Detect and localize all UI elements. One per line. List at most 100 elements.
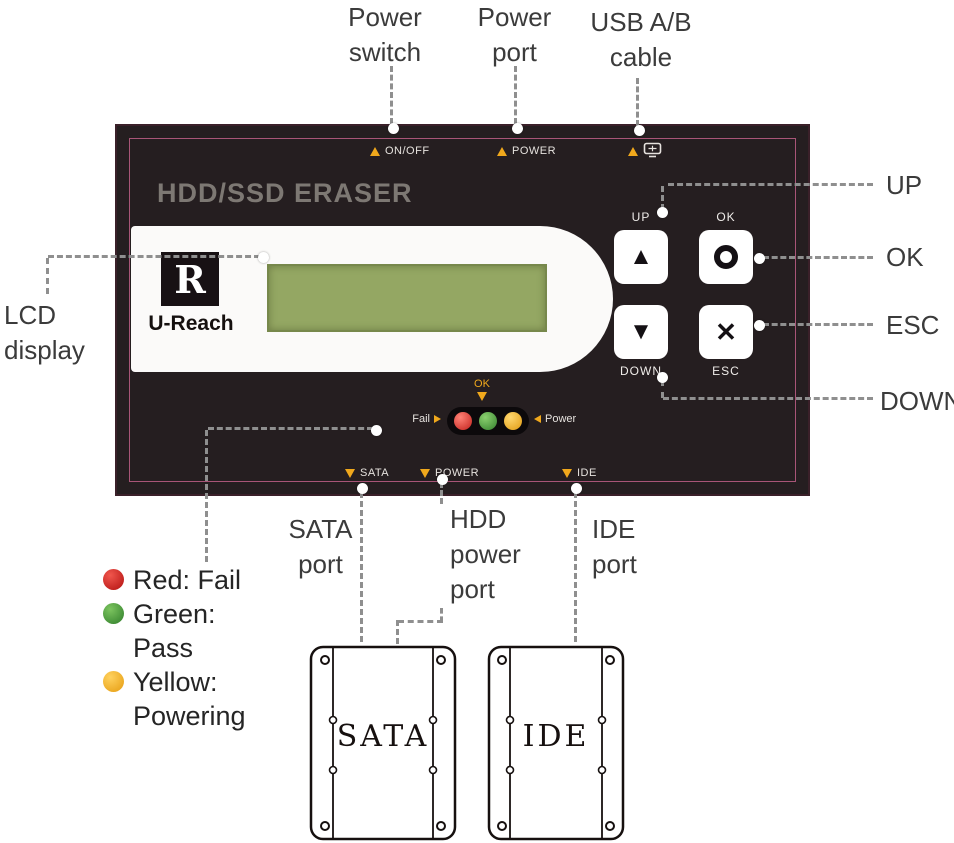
circle-icon xyxy=(714,245,738,269)
triangle-down-icon xyxy=(420,468,430,478)
callout-ok: OK xyxy=(886,242,924,272)
line-power-switch xyxy=(390,66,393,124)
triangle-down-icon xyxy=(562,468,572,478)
line-led-h xyxy=(208,427,373,430)
dot-usb-cable xyxy=(634,125,645,136)
line-usb-cable xyxy=(636,78,639,126)
dot-sata xyxy=(357,483,368,494)
legend-green-label: Green: Pass xyxy=(133,599,216,663)
dot-power-switch xyxy=(388,123,399,134)
triangle-up-icon xyxy=(370,146,380,156)
dot-esc xyxy=(754,320,765,331)
eraser-device: ON/OFF POWER HDD/SSD ERASER R U-Reach xyxy=(115,124,810,496)
triangle-up-icon xyxy=(628,147,638,156)
dot-up xyxy=(657,207,668,218)
marker-sata: SATA xyxy=(345,467,389,479)
line-lcd-v xyxy=(46,258,49,294)
cross-icon: ✕ xyxy=(715,317,737,347)
ide-drive-label: IDE xyxy=(523,719,590,754)
dot-led xyxy=(371,425,382,436)
sata-drive-label: SATA xyxy=(337,719,430,754)
callout-ide-port: IDE port xyxy=(592,514,637,579)
marker-sata-label: SATA xyxy=(360,467,390,479)
callout-sata-port: SATA port xyxy=(288,514,353,579)
marker-ide-label: IDE xyxy=(577,467,597,479)
line-sata-port xyxy=(360,492,363,642)
logo-letter: R xyxy=(174,256,206,302)
line-hdd-power-1 xyxy=(440,482,443,504)
indicator-fail: Fail xyxy=(389,413,441,425)
marker-usb xyxy=(628,142,662,161)
lcd-shell: R U-Reach xyxy=(131,226,613,372)
line-power-port xyxy=(514,66,517,124)
line-led-v xyxy=(205,430,208,562)
esc-button-label: ESC xyxy=(712,364,740,378)
ok-button-label: OK xyxy=(716,210,736,224)
legend-item: Yellow: Powering xyxy=(103,665,283,733)
line-down-h xyxy=(663,397,873,400)
up-button[interactable]: ▲ xyxy=(614,230,668,284)
lcd-screen xyxy=(267,264,547,332)
legend-item: Green: Pass xyxy=(103,597,283,665)
usb-cable-icon xyxy=(643,142,662,161)
callout-up: UP xyxy=(886,170,923,200)
triangle-down-icon xyxy=(345,468,355,478)
led-yellow xyxy=(504,412,522,430)
triangle-down-icon: ▼ xyxy=(629,318,653,345)
triangle-up-icon xyxy=(497,146,507,156)
callout-hdd-power-port: HDD power port xyxy=(450,504,521,604)
dot-power-port xyxy=(512,123,523,134)
sata-drive: SATA xyxy=(308,644,458,843)
marker-power-bottom: POWER xyxy=(420,467,479,479)
line-ok-h xyxy=(763,256,873,259)
line-up-h xyxy=(668,183,873,186)
triangle-right-icon xyxy=(434,415,441,423)
led-green xyxy=(479,412,497,430)
callout-power-port: Power port xyxy=(477,2,552,67)
indicator-power: Power xyxy=(534,413,576,425)
indicator-power-label: Power xyxy=(545,413,577,425)
line-up-v xyxy=(661,186,664,210)
line-esc-h xyxy=(763,323,873,326)
line-ide-port xyxy=(574,492,577,642)
dot-hdd-power xyxy=(437,474,448,485)
red-dot-icon xyxy=(103,569,124,590)
callout-down: DOWN xyxy=(880,386,954,416)
line-lcd-h xyxy=(48,255,260,258)
device-title: HDD/SSD ERASER xyxy=(157,178,413,208)
legend-red-label: Red: Fail xyxy=(133,565,242,595)
callout-usb-cable: USB A/B cable xyxy=(590,7,692,72)
triangle-down-icon xyxy=(477,392,487,401)
ureach-logo: R xyxy=(161,252,219,306)
brand-name: U-Reach xyxy=(148,312,234,335)
callout-esc: ESC xyxy=(886,310,940,340)
dot-ok xyxy=(754,253,765,264)
legend-yellow-label: Yellow: Powering xyxy=(133,667,246,731)
down-button-label: DOWN xyxy=(620,364,662,378)
down-button[interactable]: ▼ xyxy=(614,305,668,359)
legend-item: Red: Fail xyxy=(103,563,283,597)
marker-onoff: ON/OFF xyxy=(370,145,430,157)
line-hdd-power-4 xyxy=(396,620,399,644)
triangle-left-icon xyxy=(534,415,541,423)
callout-power-switch: Power switch xyxy=(348,2,422,67)
yellow-dot-icon xyxy=(103,671,124,692)
marker-power-top-label: POWER xyxy=(512,145,557,157)
triangle-up-icon: ▲ xyxy=(629,243,653,270)
led-cluster xyxy=(447,407,529,435)
marker-power-top: POWER xyxy=(497,145,556,157)
marker-ide: IDE xyxy=(562,467,597,479)
line-hdd-power-2 xyxy=(440,608,443,622)
ide-drive: IDE xyxy=(486,644,626,843)
dot-ide xyxy=(571,483,582,494)
callout-lcd: LCD display xyxy=(4,300,85,365)
indicator-ok-label: OK xyxy=(474,378,490,390)
green-dot-icon xyxy=(103,603,124,624)
line-down-v xyxy=(661,380,664,398)
ok-button[interactable] xyxy=(699,230,753,284)
dot-down xyxy=(657,372,668,383)
esc-button[interactable]: ✕ xyxy=(699,305,753,359)
led-red xyxy=(454,412,472,430)
indicator-fail-label: Fail xyxy=(412,413,430,425)
